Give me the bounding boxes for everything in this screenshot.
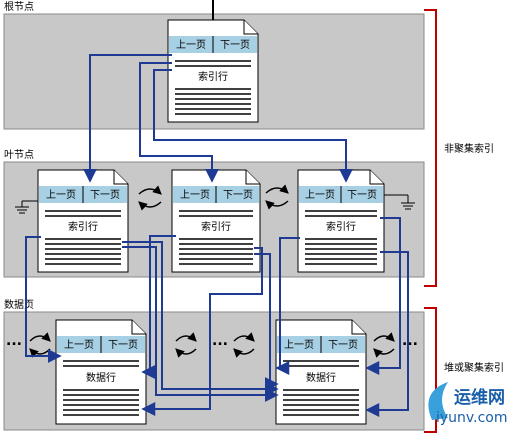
data2-prev-page-label: 上一页 (284, 339, 314, 351)
root-index-rows-label: 索引行 (198, 70, 228, 83)
watermark-url: iyunv.com (436, 410, 507, 426)
clustered-bracket (424, 307, 437, 433)
data-ellipsis-middle: ... (212, 333, 228, 349)
leaf3-to-data2-pointer-a (275, 237, 300, 375)
leaf-index-page-2: 上一页 下一页 索引行 (171, 169, 261, 273)
leaf1-to-data2-pointer-a (122, 241, 279, 396)
leaf3-to-data2-pointer-b (365, 217, 401, 375)
data-ellipsis-right: ... (402, 333, 418, 349)
leaf1-prev-page-label: 上一页 (46, 189, 76, 201)
data-page-1: 上一页 下一页 数据行 (55, 319, 147, 425)
right-end-ground-icon (384, 194, 415, 210)
root-to-leaf2-pointer (139, 62, 219, 183)
data2-next-page-label: 下一页 (328, 339, 358, 351)
data1-data-rows-label: 数据行 (86, 371, 116, 384)
data-page-2: 上一页 下一页 数据行 (275, 319, 367, 425)
leaf3-next-page-label: 下一页 (347, 189, 377, 201)
data-sibling-arrows-mid2-icon (233, 332, 255, 358)
left-end-ground-icon (15, 200, 38, 214)
data1-next-page-label: 下一页 (108, 339, 138, 351)
leaf-sibling-arrows-1-icon (138, 185, 162, 211)
leaf2-to-data2-pointer (254, 253, 279, 391)
leaf1-to-data1-pointer (25, 236, 62, 363)
leaf3-prev-page-label: 上一页 (305, 189, 335, 201)
nonclustered-bracket (424, 9, 437, 287)
leaf-index-page-1: 上一页 下一页 索引行 (37, 169, 129, 273)
data-level-label: 数据页 (4, 298, 34, 311)
leaf2-index-rows-label: 索引行 (201, 220, 231, 233)
watermark-swoosh-icon (428, 382, 448, 420)
root-next-page-label: 下一页 (220, 39, 250, 51)
watermark: 运维网 iyunv.com (428, 382, 507, 426)
leaf1-index-rows-label: 索引行 (68, 220, 98, 233)
leaf1-next-page-label: 下一页 (90, 189, 120, 201)
root-to-leaf3-pointer (153, 69, 353, 183)
root-to-leaf1-pointer (83, 54, 172, 183)
leaf-sibling-arrows-2-icon (265, 184, 289, 210)
leaf3-to-data2-pointer-c (365, 251, 409, 417)
leaf-index-page-3: 上一页 下一页 索引行 (297, 169, 385, 273)
leaf2-to-data1-pointer-a (141, 235, 176, 379)
leaf1-to-data2-pointer-b (122, 246, 279, 402)
data2-data-rows-label: 数据行 (306, 371, 336, 384)
leaf2-prev-page-label: 上一页 (180, 189, 210, 201)
data-sibling-arrows-mid1-icon (175, 332, 197, 358)
leaf-level-label: 叶节点 (4, 149, 34, 161)
root-index-page: 上一页 下一页 索引行 (167, 19, 259, 123)
root-level-label: 根节点 (4, 0, 34, 13)
leaf2-to-data1-pointer-b (141, 247, 263, 416)
root-prev-page-label: 上一页 (176, 39, 206, 51)
leaf3-index-rows-label: 索引行 (326, 220, 356, 233)
clustered-label: 堆或聚集索引 (444, 361, 504, 374)
leaf2-next-page-label: 下一页 (223, 189, 253, 201)
data-ellipsis-left: ... (6, 333, 22, 349)
watermark-name: 运维网 (454, 387, 505, 408)
data-sibling-arrows-right-icon (373, 332, 395, 358)
data1-prev-page-label: 上一页 (64, 339, 94, 351)
nonclustered-label: 非聚集索引 (444, 142, 494, 155)
